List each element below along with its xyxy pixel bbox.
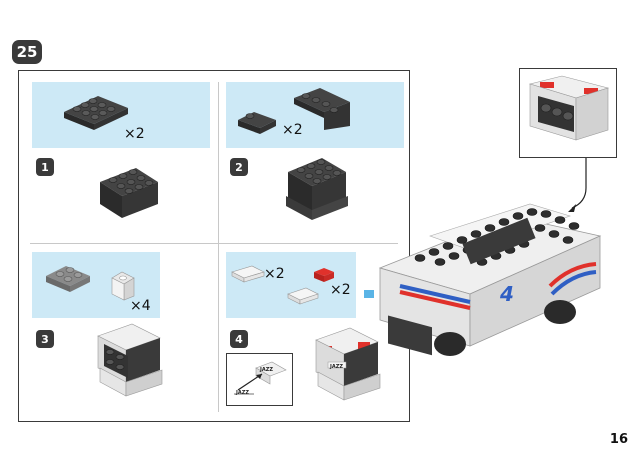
substep-badge-3: 3 bbox=[36, 330, 54, 348]
assembly-2-icon bbox=[286, 158, 348, 220]
substeps-frame bbox=[18, 70, 410, 422]
parts-callout-4 bbox=[226, 252, 356, 318]
frame-divider-vertical bbox=[218, 82, 219, 412]
assembly-1-icon bbox=[100, 168, 158, 218]
plate-2x2-gray-icon bbox=[46, 266, 90, 292]
bracket-white-icon bbox=[111, 271, 135, 301]
tile-red-1x1-icon bbox=[314, 268, 334, 282]
sticker-label-applied: JAZZ bbox=[330, 364, 343, 370]
car-assembly-icon bbox=[364, 203, 602, 356]
assembly-3-icon bbox=[97, 323, 163, 397]
sticker-placement-inset bbox=[226, 353, 293, 406]
sticker-label-callout: JAZZ bbox=[260, 367, 273, 373]
tile-white-1x2-icon bbox=[231, 265, 265, 283]
sticker-label-ref: JAZZ bbox=[236, 390, 249, 396]
quantity-label: ×2 bbox=[330, 282, 351, 298]
quantity-label: ×2 bbox=[282, 122, 303, 138]
substep-badge-4: 4 bbox=[230, 330, 248, 348]
bracket-plate-icon bbox=[294, 88, 350, 130]
assembly-4-icon bbox=[315, 327, 381, 401]
front-bumper-detail-icon bbox=[528, 75, 610, 141]
quantity-label: ×2 bbox=[264, 266, 285, 282]
frame-divider-horizontal bbox=[30, 243, 398, 244]
sticker-placement-icon bbox=[234, 361, 287, 395]
slope-brick-icon bbox=[238, 112, 276, 134]
substep-badge-2: 2 bbox=[230, 158, 248, 176]
quantity-label: ×4 bbox=[130, 298, 151, 314]
plate-2x4-icon bbox=[64, 96, 128, 130]
car-race-number: 4 bbox=[500, 282, 514, 306]
quantity-label: ×2 bbox=[124, 126, 145, 142]
tile-white-1x2-icon bbox=[287, 287, 319, 305]
substep-badge-1: 1 bbox=[36, 158, 54, 176]
callout-arrow bbox=[568, 158, 587, 212]
page-number: 16 bbox=[609, 432, 628, 447]
step-number-badge: 25 bbox=[12, 40, 42, 64]
